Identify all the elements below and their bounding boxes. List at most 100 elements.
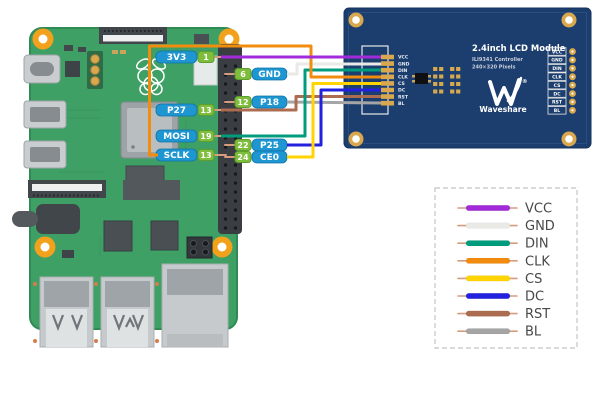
micro-hdmi-port-1 xyxy=(23,140,67,169)
wires xyxy=(148,44,382,159)
svg-text:MOSI: MOSI xyxy=(163,132,189,142)
pi-mounting-holes xyxy=(32,28,240,258)
lcd-smd-components xyxy=(412,67,461,95)
wire-gnd xyxy=(287,62,381,76)
wire-bl xyxy=(286,100,382,105)
small-chip xyxy=(65,61,80,77)
lcd-left-connector xyxy=(361,45,394,115)
port-vias xyxy=(33,282,159,343)
wire-dc xyxy=(287,88,381,147)
svg-text:24: 24 xyxy=(237,153,249,162)
svg-text:CS: CS xyxy=(525,272,542,287)
svg-text:DC: DC xyxy=(398,88,406,94)
ethernet-chip xyxy=(150,220,179,251)
pin-badge-gnd: 6 GND xyxy=(234,67,288,81)
svg-text:DIN: DIN xyxy=(398,68,408,74)
camera-connector xyxy=(99,27,167,44)
svg-text:12: 12 xyxy=(237,98,248,107)
ethernet-port xyxy=(161,263,229,348)
svg-text:GND: GND xyxy=(551,58,563,64)
legend-item-clk: CLK xyxy=(457,254,550,269)
wiring-legend: VCC GND DIN CLK CS DC xyxy=(434,187,578,349)
lcd-title: 2.4inch LCD Module xyxy=(472,43,566,53)
lcd-module-board: VCC GND DIN CLK CS DC RST BL 2.4inch LCD… xyxy=(343,7,592,149)
usb-port-1 xyxy=(100,276,155,348)
small-component xyxy=(78,47,86,52)
svg-text:BL: BL xyxy=(398,101,405,107)
svg-text:VCC: VCC xyxy=(525,202,552,217)
usb-port-0 xyxy=(39,276,94,348)
lcd-pad-labels: VCC GND DIN CLK CS DC RST BL xyxy=(398,55,410,107)
svg-text:RST: RST xyxy=(552,100,563,106)
small-component xyxy=(120,50,126,54)
pin-badge-mosi: MOSI 19 xyxy=(155,129,215,143)
svg-text:GND: GND xyxy=(398,61,410,67)
lcd-subtitle-resolution: 240×320 Pixels xyxy=(472,65,516,71)
wire-rst xyxy=(221,95,381,112)
pcb-traces xyxy=(44,109,187,256)
svg-text:13: 13 xyxy=(200,151,211,160)
svg-text:SCLK: SCLK xyxy=(164,151,191,161)
svg-text:3V3: 3V3 xyxy=(167,53,187,63)
legend-item-bl: BL xyxy=(457,325,542,340)
raspberry-pi-board: 3V3 1 P27 13 MOSI 19 SCLK 13 6 GND xyxy=(12,27,288,348)
usb-controller-chip xyxy=(103,220,133,252)
usb-c-power-port xyxy=(23,54,61,84)
svg-text:GND: GND xyxy=(525,219,555,234)
svg-text:CLK: CLK xyxy=(552,75,562,81)
legend-swatch xyxy=(465,328,511,335)
svg-text:6: 6 xyxy=(240,70,246,79)
legend-item-vcc: VCC xyxy=(457,202,552,217)
svg-text:CS: CS xyxy=(398,81,405,87)
legend-swatch xyxy=(465,240,511,247)
lcd-subtitle-controller: ILI9341 Controller xyxy=(472,57,523,63)
legend-swatch xyxy=(465,310,511,317)
svg-text:CLK: CLK xyxy=(525,254,550,269)
legend-item-din: DIN xyxy=(457,237,549,252)
svg-text:1: 1 xyxy=(203,53,209,62)
svg-text:P27: P27 xyxy=(167,106,186,116)
svg-text:CS: CS xyxy=(554,83,561,89)
pin-badge-p18: 12 P18 xyxy=(234,95,288,109)
small-component xyxy=(194,34,209,44)
svg-text:P25: P25 xyxy=(260,141,279,151)
svg-text:CE0: CE0 xyxy=(260,153,279,163)
svg-text:DIN: DIN xyxy=(525,237,549,252)
svg-text:DC: DC xyxy=(525,290,544,305)
small-component xyxy=(112,50,118,54)
legend-swatch xyxy=(465,222,511,229)
svg-text:RST: RST xyxy=(398,94,409,100)
legend-box xyxy=(434,187,578,349)
gpio-header xyxy=(218,44,242,234)
svg-text:P18: P18 xyxy=(260,98,279,108)
legend-item-cs: CS xyxy=(457,272,542,287)
legend-swatch xyxy=(465,293,511,299)
svg-text:19: 19 xyxy=(200,132,212,141)
brand-name: Waveshare xyxy=(479,105,526,114)
small-component xyxy=(64,45,73,51)
pin-badge-ce0: 24 CE0 xyxy=(234,150,288,164)
pin-badge-3v3: 3V3 1 xyxy=(155,50,215,64)
legend-item-rst: RST xyxy=(457,307,550,322)
svg-text:13: 13 xyxy=(200,106,211,115)
wire-din xyxy=(221,68,381,138)
pin-badge-p27: P27 13 xyxy=(155,103,215,117)
svg-text:RST: RST xyxy=(525,307,550,322)
legend-swatch xyxy=(465,205,511,211)
svg-text:VCC: VCC xyxy=(552,49,563,55)
micro-hdmi-port-0 xyxy=(23,100,67,129)
display-connector xyxy=(28,180,106,198)
svg-text:CLK: CLK xyxy=(398,75,408,81)
small-component xyxy=(62,250,74,258)
chip xyxy=(123,180,180,200)
lcd-right-header: VCC GND DIN CLK CS DC RST BL xyxy=(547,47,576,115)
legend-item-gnd: GND xyxy=(457,219,555,234)
pogo-pads xyxy=(87,51,103,89)
svg-text:GND: GND xyxy=(258,70,280,80)
registered-mark: ® xyxy=(522,79,528,85)
legend-swatch xyxy=(465,257,511,264)
svg-text:DC: DC xyxy=(553,91,561,97)
audio-jack xyxy=(12,204,80,234)
legend-swatch xyxy=(465,275,511,282)
